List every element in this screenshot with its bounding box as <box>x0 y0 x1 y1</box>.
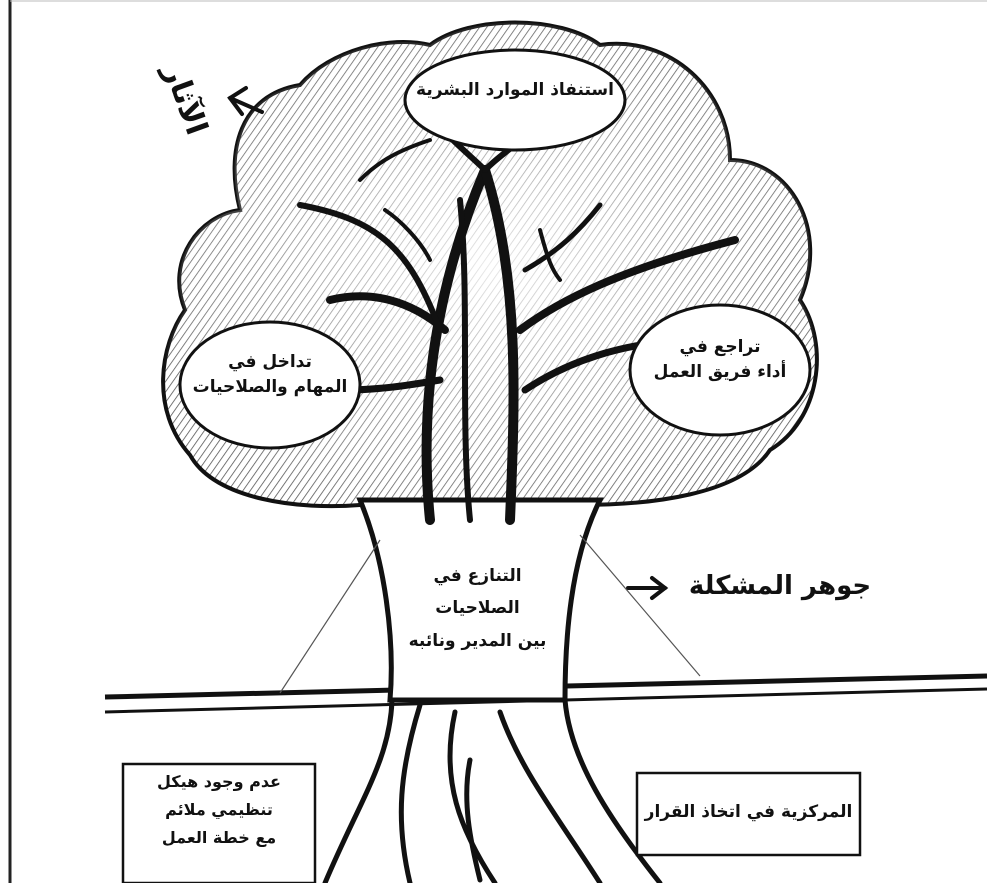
leaf-right-text: تراجع في أداء فريق العمل <box>630 335 810 384</box>
leaf-top-text: استنفاذ الموارد البشرية <box>410 78 620 103</box>
core-label: جوهر المشكلة <box>680 568 880 606</box>
effects-arrow <box>230 88 262 114</box>
core-arrow <box>628 578 665 598</box>
root-right-text: المركزية في اتخاذ القرار <box>637 800 860 825</box>
root-left-text: عدم وجود هيكل تنظيمي ملائم مع خطة العمل <box>123 768 315 852</box>
leaf-left-text: تداخل في المهام والصلاحيات <box>180 350 360 399</box>
trunk-text: التنازع في الصلاحيات بين المدير ونائبه <box>395 560 560 657</box>
tree-roots <box>325 700 660 883</box>
